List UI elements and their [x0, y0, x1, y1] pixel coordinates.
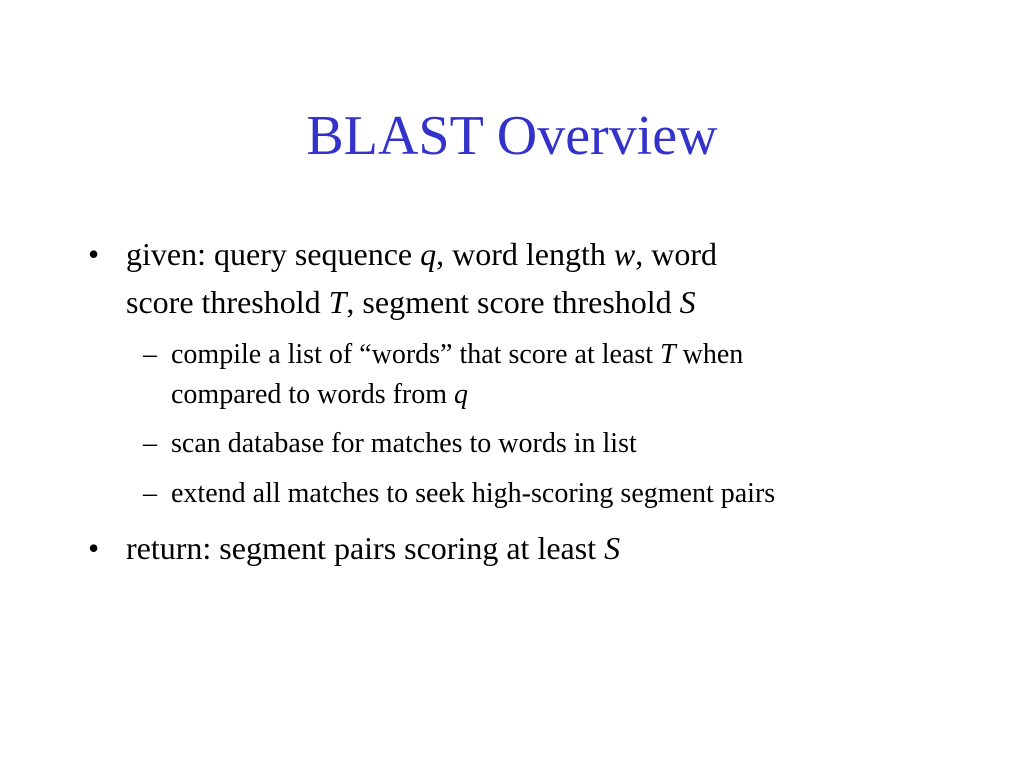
- bullet-marker: •: [88, 236, 100, 272]
- sub-bullet-marker: –: [143, 339, 157, 370]
- text-run: extend all matches to seek high-scoring …: [171, 478, 776, 509]
- bullet-line: score threshold T, segment score thresho…: [126, 278, 886, 326]
- sub-bullet-text: compile a list of “words” that score at …: [171, 335, 911, 415]
- bullet-line: return: segment pairs scoring at least S: [126, 524, 886, 572]
- italic-variable: T: [328, 284, 347, 320]
- text-run: when: [675, 339, 744, 370]
- slide-title: BLAST Overview: [306, 105, 718, 167]
- bullet-text: return: segment pairs scoring at least S: [126, 524, 886, 572]
- italic-variable: w: [613, 236, 636, 272]
- italic-variable: S: [604, 530, 621, 566]
- text-run: , segment score threshold: [346, 284, 680, 320]
- text-run: compared to words from: [171, 379, 455, 410]
- text-run: , word length: [436, 236, 614, 272]
- text-run: score threshold: [126, 284, 329, 320]
- italic-variable: q: [454, 379, 469, 410]
- bullet-line: given: query sequence q, word length w, …: [126, 230, 886, 278]
- text-run: given: query sequence: [126, 236, 421, 272]
- bullet-marker: •: [88, 530, 100, 566]
- italic-variable: S: [679, 284, 696, 320]
- italic-variable: T: [660, 339, 676, 370]
- sub-bullet-line: scan database for matches to words in li…: [171, 424, 911, 464]
- sub-bullet-marker: –: [143, 428, 157, 459]
- text-run: , word: [635, 236, 717, 272]
- bullet-text: given: query sequence q, word length w, …: [126, 230, 886, 326]
- italic-variable: q: [420, 236, 437, 272]
- sub-bullet-text: scan database for matches to words in li…: [171, 424, 911, 464]
- text-run: return: segment pairs scoring at least: [126, 530, 605, 566]
- sub-bullet-line: compared to words from q: [171, 375, 911, 415]
- text-run: compile a list of “words” that score at …: [171, 339, 661, 370]
- sub-bullet-text: extend all matches to seek high-scoring …: [171, 474, 911, 514]
- sub-bullet-line: extend all matches to seek high-scoring …: [171, 474, 911, 514]
- sub-bullet-line: compile a list of “words” that score at …: [171, 335, 911, 375]
- sub-bullet-marker: –: [143, 478, 157, 509]
- text-run: scan database for matches to words in li…: [171, 428, 637, 459]
